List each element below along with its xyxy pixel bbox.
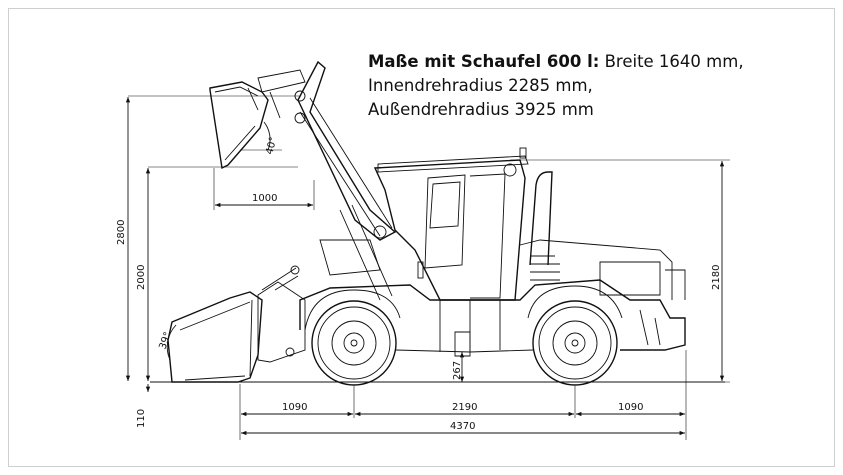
dim-1090-rear: 1090: [618, 402, 643, 413]
dim-2180: 2180: [711, 265, 722, 290]
caption-line-1: Maße mit Schaufel 600 l: Breite 1640 mm,: [368, 50, 798, 74]
loader-arm: [247, 60, 397, 301]
loader-arm-lowered: [257, 265, 306, 363]
angle-arc-40: [263, 121, 271, 151]
caption-outer-radius: Außendrehradius 3925 mm: [368, 100, 594, 119]
bucket-lowered: [167, 291, 263, 383]
bucket-raised: [209, 81, 269, 170]
angle-39: 39°: [157, 331, 173, 351]
dim-2000: 2000: [136, 265, 147, 290]
dim-1090-front: 1090: [282, 402, 307, 413]
diagram-frame: [8, 8, 835, 467]
engine-hood: [519, 239, 686, 346]
cab: [373, 147, 529, 301]
dim-2190: 2190: [452, 402, 477, 413]
angle-arc-39: [166, 324, 177, 361]
dim-2800: 2800: [116, 220, 127, 245]
wheel-loader: [167, 60, 686, 386]
dim-267: 267: [452, 361, 463, 380]
dim-1000: 1000: [252, 193, 277, 204]
dim-110: 110: [136, 409, 147, 428]
angle-40: 40°: [264, 136, 279, 156]
exhaust-pipe: [529, 171, 553, 266]
dim-4370: 4370: [450, 421, 475, 432]
caption-bold-label: Maße mit Schaufel 600 l:: [368, 52, 600, 71]
caption-inner-radius: Innendrehradius 2285 mm,: [368, 76, 593, 95]
front-wheel: [311, 300, 397, 386]
caption-width: Breite 1640 mm,: [599, 52, 744, 71]
dimensions-caption: Maße mit Schaufel 600 l: Breite 1640 mm,…: [368, 50, 798, 122]
rear-wheel: [532, 300, 618, 386]
